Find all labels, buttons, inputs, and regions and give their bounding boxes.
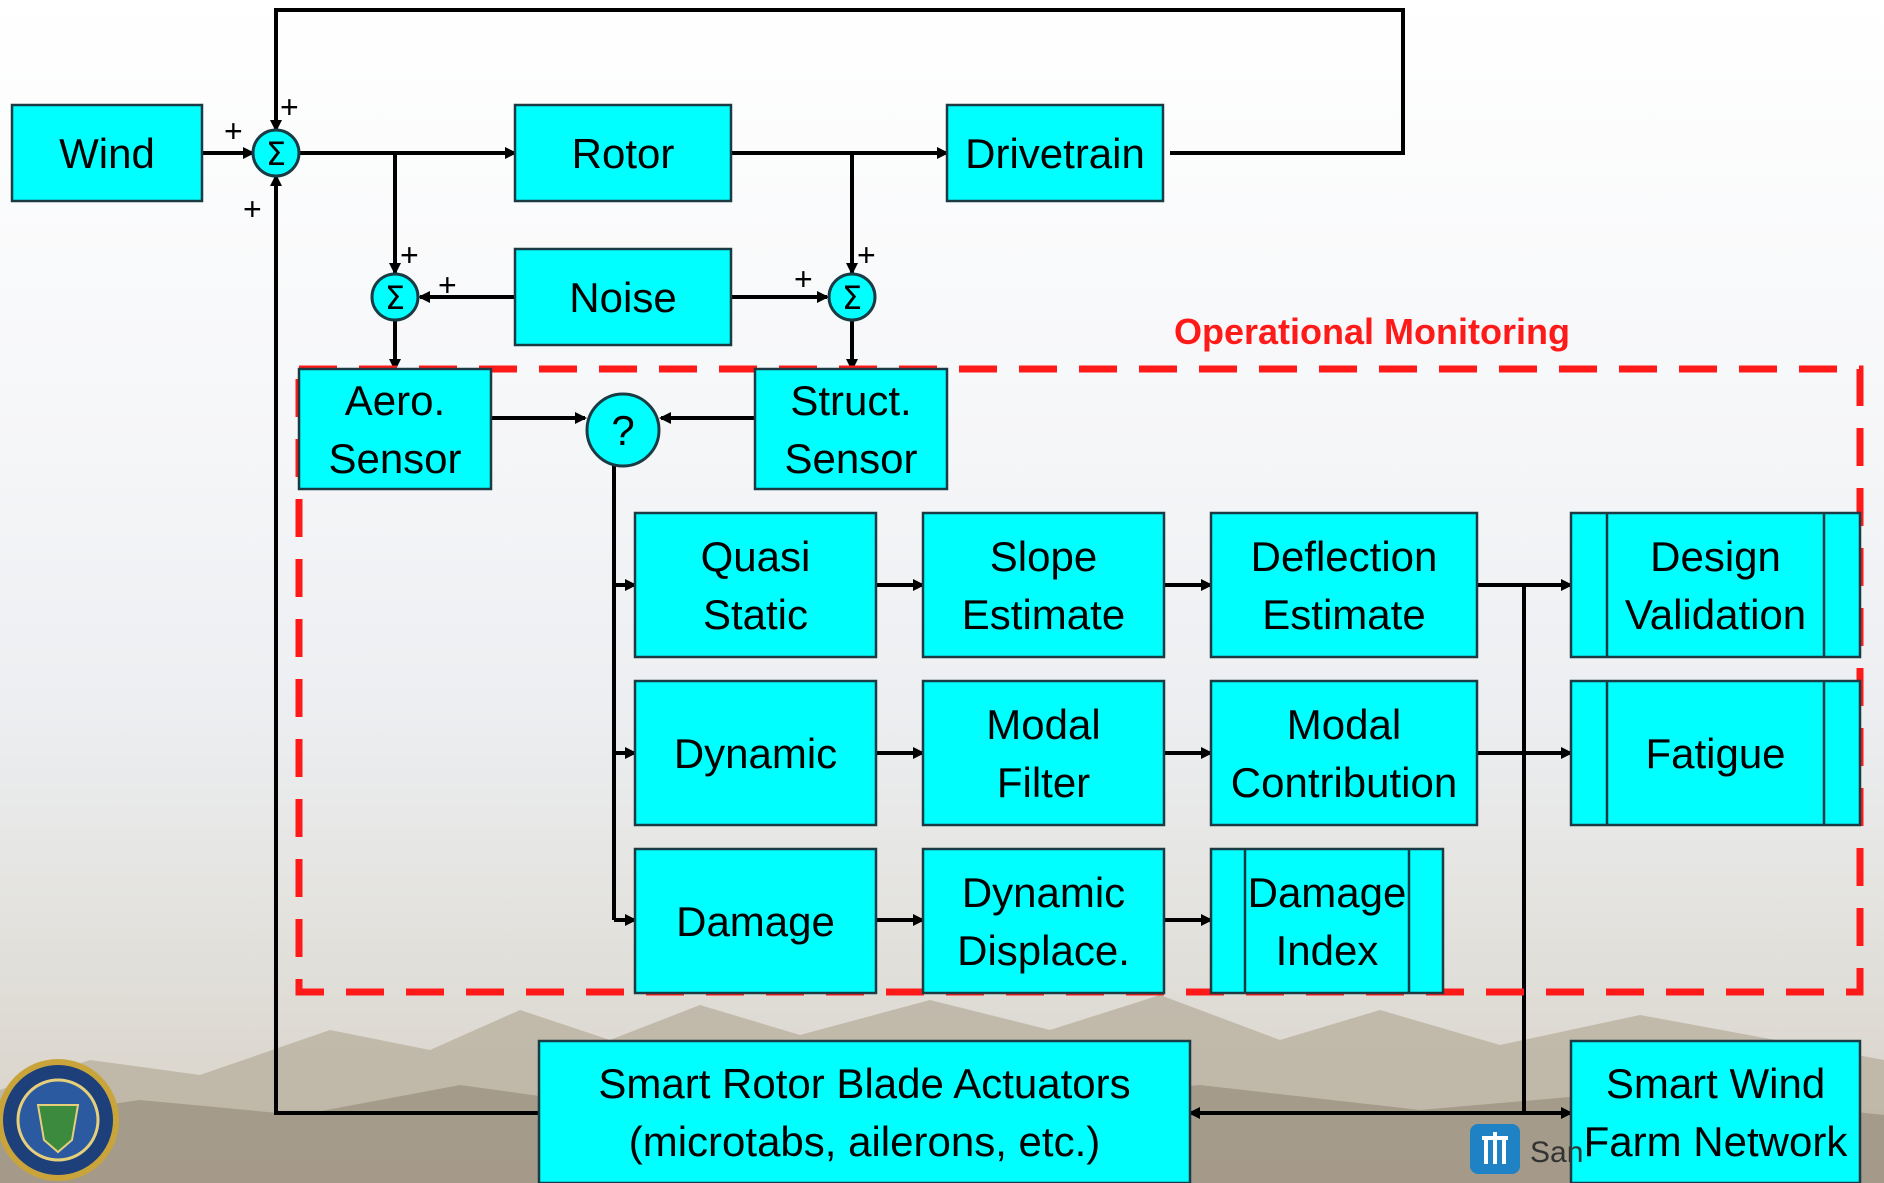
design-validation-label-line: Design: [1650, 533, 1781, 580]
struct-sensor-label-line: Sensor: [784, 435, 917, 482]
smart-wind-farm-label-line: Farm Network: [1584, 1118, 1849, 1165]
slope-estimate-label-line: Slope: [990, 533, 1097, 580]
rotor-label-line: Rotor: [572, 130, 675, 177]
fatigue-label-line: Fatigue: [1645, 730, 1785, 777]
modal-filter-label-line: Filter: [997, 759, 1090, 806]
sandia-logo: San: [1470, 1124, 1583, 1174]
modal-contribution-label-line: Modal: [1287, 701, 1401, 748]
plus-sign: +: [438, 267, 457, 303]
sandia-logo-text: San: [1530, 1136, 1583, 1169]
decision-symbol: ?: [611, 407, 634, 454]
smart-wind-farm-label-line: Smart Wind: [1606, 1060, 1825, 1107]
struct-sensor-label-line: Struct.: [790, 377, 911, 424]
damage-index-label-line: Index: [1276, 927, 1379, 974]
rotor-block: Rotor: [513, 103, 733, 203]
damage-block: Damage: [633, 847, 878, 995]
struct-sum-junction: Σ: [827, 272, 877, 322]
damage-index-label-line: Damage: [1248, 869, 1407, 916]
doe-seal-logo: [0, 1059, 119, 1181]
top-sum-symbol: Σ: [266, 135, 286, 173]
deflection-estimate-label-line: Estimate: [1262, 591, 1425, 638]
sign-labels: + + + + + + +: [224, 89, 876, 303]
plus-sign: +: [243, 191, 262, 227]
modal-filter-label-line: Modal: [986, 701, 1100, 748]
slope-estimate-label-line: Estimate: [962, 591, 1125, 638]
drivetrain-label-line: Drivetrain: [965, 130, 1145, 177]
plus-sign: +: [280, 89, 299, 125]
plus-sign: +: [794, 261, 813, 297]
smart-rotor-actuators-label-line: Smart Rotor Blade Actuators: [598, 1060, 1130, 1107]
damage-label-line: Damage: [676, 898, 835, 945]
fatigue-block: Fatigue: [1569, 679, 1862, 827]
connection-lines: [202, 8, 1573, 1119]
plus-sign: +: [224, 113, 243, 149]
dynamic-displace-label-line: Dynamic: [962, 869, 1125, 916]
aero-sensor-label-line: Aero.: [345, 377, 445, 424]
top-sum-junction: Σ: [251, 128, 301, 178]
actuator-feedback-line: [270, 174, 539, 1115]
modal-contribution-label-line: Contribution: [1231, 759, 1457, 806]
smart-rotor-actuators-label-line: (microtabs, ailerons, etc.): [629, 1118, 1100, 1165]
drivetrain-block: Drivetrain: [945, 103, 1165, 203]
design-validation-label-line: Validation: [1625, 591, 1806, 638]
struct-sum-symbol: Σ: [842, 279, 862, 317]
summing-junctions: Σ Σ Σ ?: [251, 128, 877, 468]
deflection-estimate-label-line: Deflection: [1251, 533, 1438, 580]
dynamic-label-line: Dynamic: [674, 730, 837, 777]
dynamic-displace-label-line: Displace.: [957, 927, 1130, 974]
noise-block: Noise: [513, 247, 733, 347]
noise-label-line: Noise: [569, 274, 676, 321]
aero-sum-junction: Σ: [370, 272, 420, 322]
wind-label-line: Wind: [59, 130, 155, 177]
drivetrain-feedback-line: [270, 8, 1405, 155]
plus-sign: +: [857, 237, 876, 273]
operational-monitoring-label: Operational Monitoring: [1174, 311, 1570, 352]
quasi-static-label-line: Quasi: [701, 533, 811, 580]
dynamic-block: Dynamic: [633, 679, 878, 827]
decision-junction: ?: [585, 392, 661, 468]
wind-block: Wind: [10, 103, 204, 203]
struct-sensor-block: Struct. Sensor: [753, 367, 949, 491]
aero-sensor-label-line: Sensor: [328, 435, 461, 482]
smart-rotor-actuators-block: Smart Rotor Blade Actuators (microtabs, a…: [537, 1039, 1192, 1183]
aero-sum-symbol: Σ: [385, 279, 405, 317]
quasi-static-label-line: Static: [703, 591, 808, 638]
plus-sign: +: [400, 237, 419, 273]
aero-sensor-block: Aero. Sensor: [297, 367, 493, 491]
